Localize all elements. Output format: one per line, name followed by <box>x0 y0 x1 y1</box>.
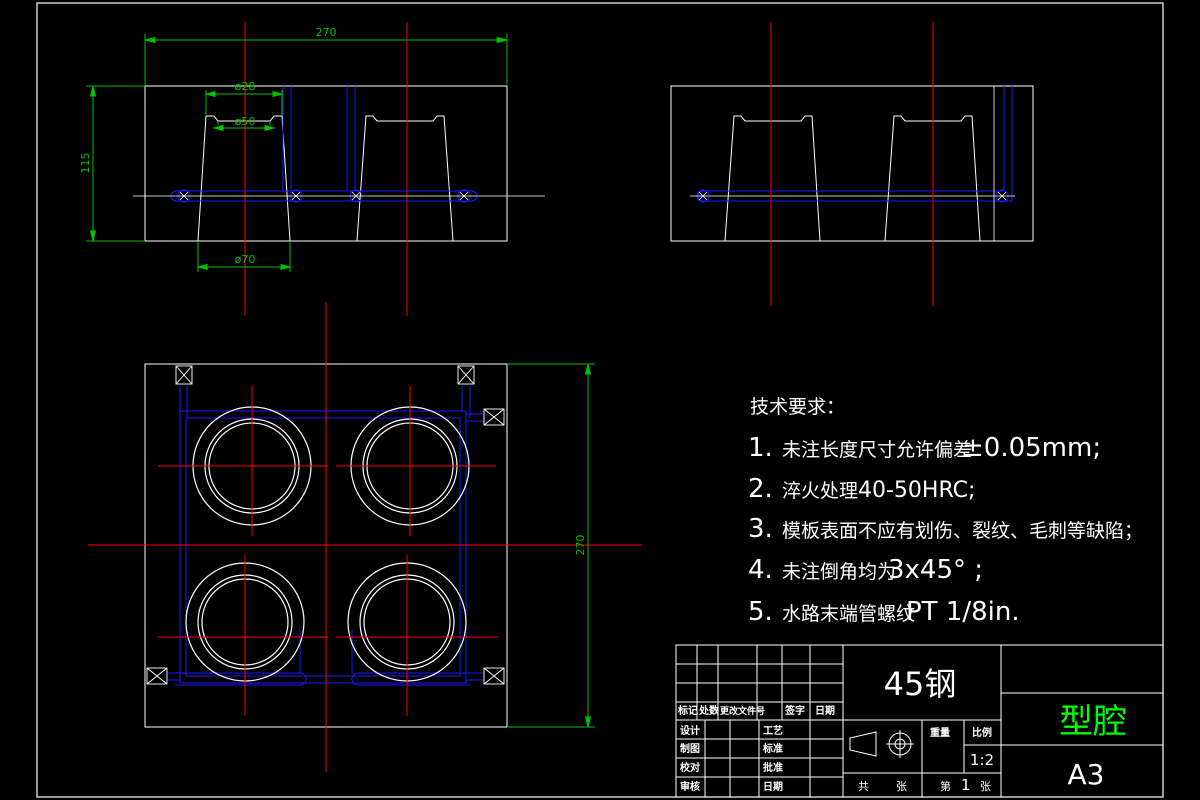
dimension-plan-height <box>507 363 595 728</box>
dimensions-front <box>86 34 508 272</box>
centerlines-plan <box>88 302 642 772</box>
centerlines-front <box>244 22 408 316</box>
tech-req-4-num: 4. <box>748 555 773 585</box>
tech-req-heading: 技术要求： <box>750 396 845 418</box>
label-total: 共 <box>858 780 869 793</box>
side-view-right <box>670 22 1034 306</box>
side-cavity-profile-1 <box>724 115 821 242</box>
cavity-profile-1 <box>197 115 291 242</box>
material-label: 45钢 <box>884 665 957 703</box>
title-block: 标记 处数 更改文件号 签字 日期 设计 制图 校对 审核 工艺 标准 批准 日… <box>675 644 1164 798</box>
label-sheets: 张 <box>896 780 907 793</box>
scale-value: 1:2 <box>970 751 994 769</box>
label-drawing: 制图 <box>680 742 700 755</box>
tech-req-3-num: 3. <box>748 514 773 544</box>
tech-req-4-text: 未注倒角均为 <box>782 561 896 583</box>
cavity-circles <box>185 406 470 682</box>
plan-view: 270 <box>88 302 642 772</box>
front-view-outline <box>144 85 508 242</box>
label-page-unit: 张 <box>980 780 991 793</box>
label-approve: 批准 <box>763 761 783 774</box>
label-date: 日期 <box>763 780 783 793</box>
channel-plugs <box>146 365 505 685</box>
rev-header-count: 处数 <box>698 704 720 717</box>
tech-req-1-text: 未注长度尺寸允许偏差 <box>782 439 972 461</box>
sheet-size: A3 <box>1068 758 1105 791</box>
tech-req-5-value: PT 1/8in. <box>906 597 1020 627</box>
label-page: 第 <box>940 779 951 793</box>
label-review: 审核 <box>680 780 700 793</box>
page-value: 1 <box>961 776 971 794</box>
rev-header-date: 日期 <box>815 704 835 717</box>
label-design: 设计 <box>680 724 700 737</box>
projection-symbol-icon <box>849 730 914 758</box>
tech-req-2-text: 淬火处理 <box>782 480 858 502</box>
water-channel-side <box>696 86 1013 203</box>
tech-req-1-value: ±0.05mm; <box>962 433 1101 463</box>
centerlines-side <box>770 22 934 306</box>
side-view-outline <box>670 85 1034 242</box>
water-channel-plan <box>168 386 484 686</box>
tech-req-1-num: 1. <box>748 433 773 463</box>
dim-dia-70: ø70 <box>235 253 256 266</box>
front-view-left: 270 115 ø28 ø50 ø70 <box>79 22 545 316</box>
tech-req-5-num: 5. <box>748 597 773 627</box>
tech-req-2-num: 2. <box>748 474 773 504</box>
part-name: 型腔 <box>1059 702 1127 742</box>
tech-req-2-value: 40-50HRC; <box>858 478 975 503</box>
label-checking: 校对 <box>680 761 700 774</box>
rev-header-mark: 标记 <box>677 704 698 717</box>
tech-req-3-text: 模板表面不应有划伤、裂纹、毛刺等缺陷； <box>782 520 1143 542</box>
rev-header-sign: 签字 <box>784 704 805 717</box>
tech-req-4-value: 3x45° ; <box>888 555 983 585</box>
dim-dia-50: ø50 <box>235 115 256 128</box>
dim-plan-height: 270 <box>574 535 587 556</box>
sheet-border <box>36 2 1164 798</box>
hole-markers-side <box>698 86 1007 241</box>
dim-dia-28: ø28 <box>235 80 256 93</box>
tech-req-5-text: 水路末端管螺纹 <box>782 603 915 625</box>
rev-header-docno: 更改文件号 <box>720 705 765 717</box>
label-standard: 标准 <box>762 742 783 755</box>
technical-requirements: 技术要求： 1. 未注长度尺寸允许偏差 ±0.05mm; 2. 淬火处理 40-… <box>748 396 1143 627</box>
label-scale: 比例 <box>972 726 992 739</box>
dim-top-height: 115 <box>79 153 92 174</box>
label-weight: 重量 <box>930 726 950 739</box>
label-craft: 工艺 <box>763 724 783 737</box>
cavity-profile-2 <box>356 115 454 242</box>
water-channel-front <box>170 86 478 203</box>
dim-top-width: 270 <box>316 26 337 39</box>
